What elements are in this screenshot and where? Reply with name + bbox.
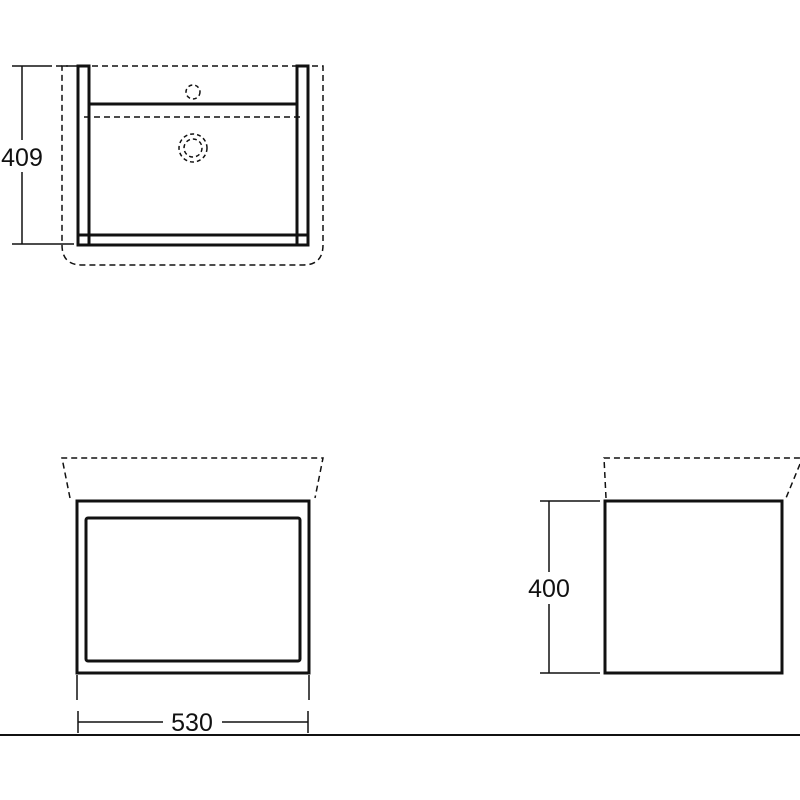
side-view: [540, 457, 800, 675]
basin-outline-dashed: [61, 65, 324, 266]
basin-front-dashed: [61, 457, 324, 499]
tap-hole-dashed: [185, 84, 201, 100]
cabinet-body: [75, 499, 311, 675]
height-dimension-line: [540, 500, 600, 674]
basin-side-dashed-edge: [785, 463, 800, 499]
left-side-panel: [76, 64, 91, 247]
front-view: [61, 457, 324, 733]
width-dimension-line: [76, 675, 310, 733]
depth-dimension-line: [12, 65, 74, 245]
top-view: [12, 64, 324, 266]
right-side-panel: [295, 64, 310, 247]
cabinet-side: [603, 499, 784, 675]
basin-side-dashed: [603, 457, 800, 499]
height-dimension-label: 400: [528, 575, 570, 603]
drain-inner-dashed: [183, 138, 203, 158]
drawer-panel: [84, 516, 302, 663]
depth-dimension-label: 409: [1, 144, 43, 172]
width-dimension-label: 530: [171, 709, 213, 737]
front-rail: [76, 233, 310, 247]
drain-outer-dashed: [178, 133, 208, 163]
